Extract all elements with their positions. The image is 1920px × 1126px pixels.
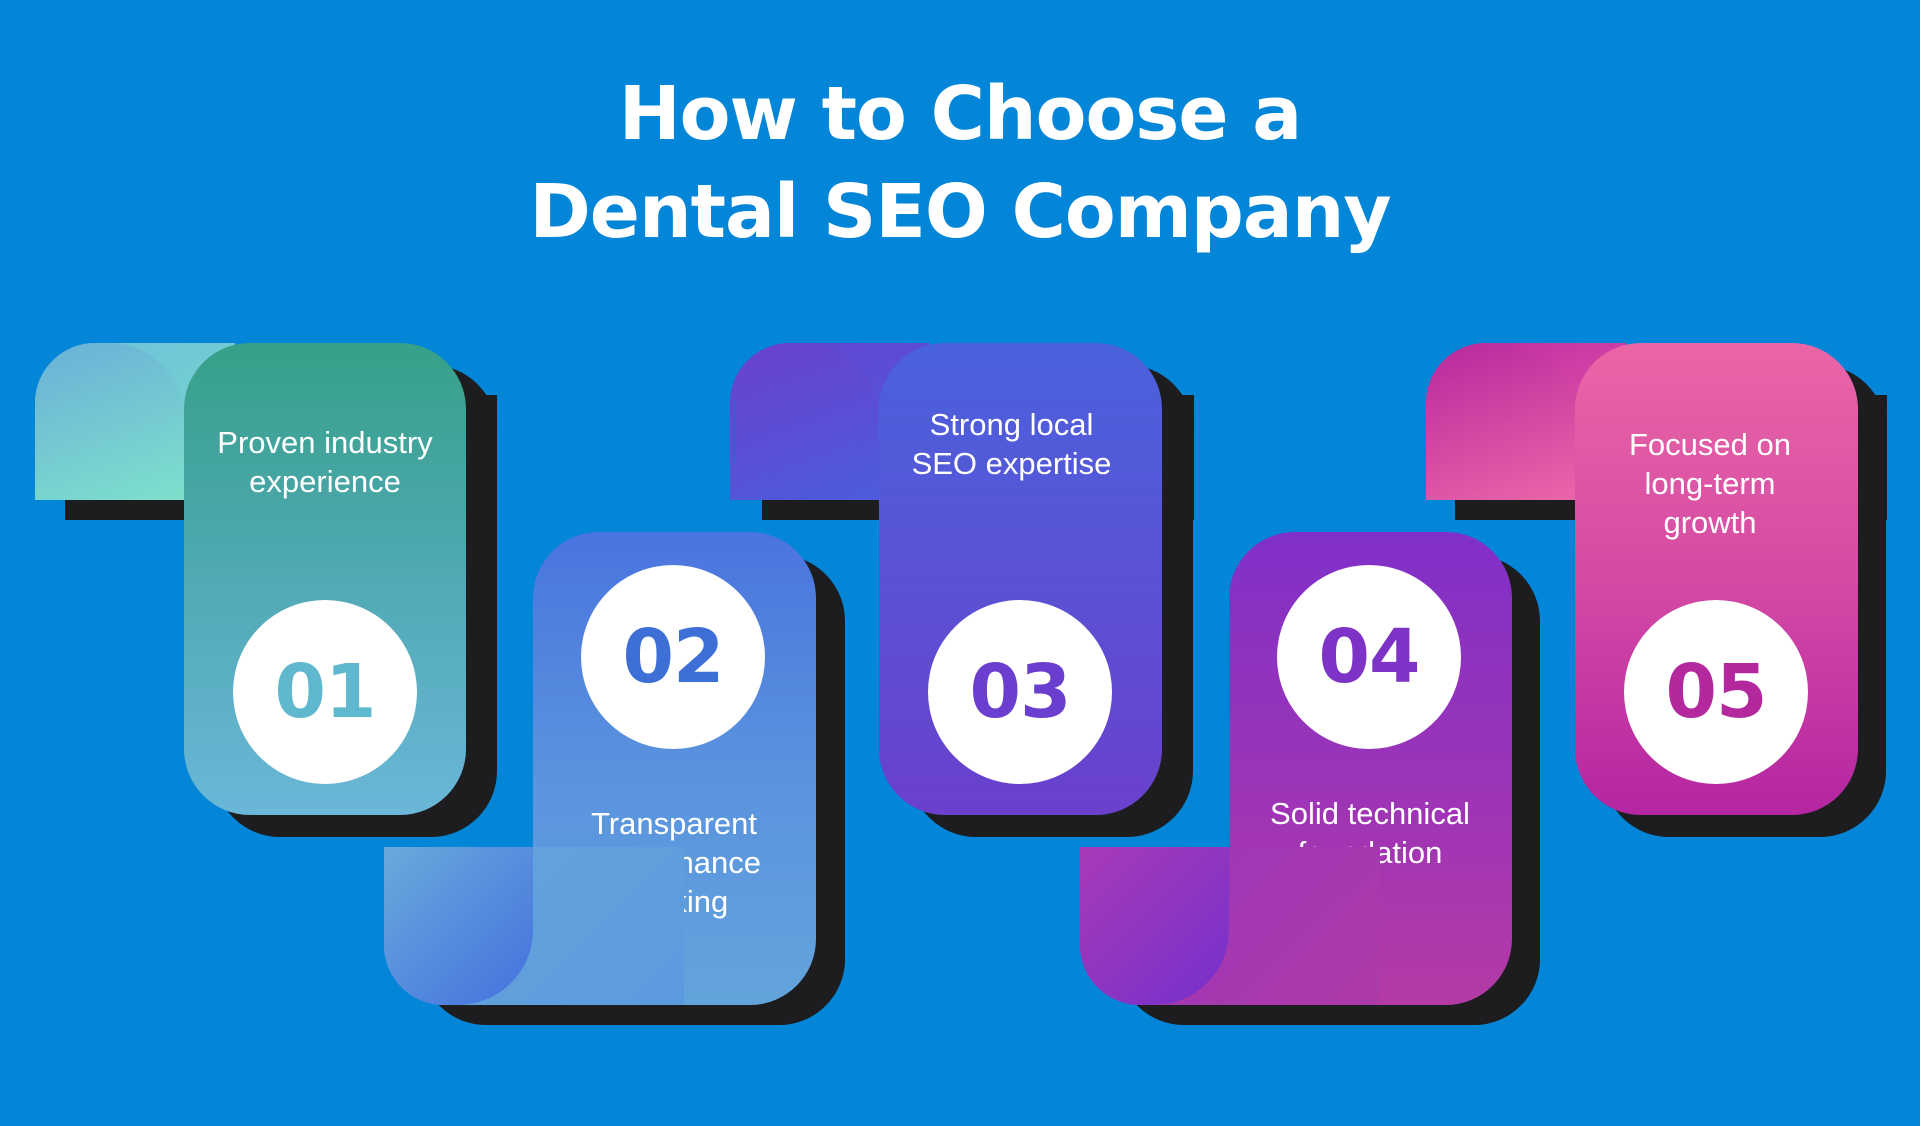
- step-04-number: 04: [1318, 614, 1421, 700]
- step-01-number-badge: 01: [233, 600, 417, 784]
- step-05-number: 05: [1665, 649, 1768, 735]
- step-01-curl: [35, 343, 184, 500]
- step-04-number-badge: 04: [1277, 565, 1461, 749]
- step-03-number-badge: 03: [928, 600, 1112, 784]
- step-03-text-line-1: Strong local: [929, 407, 1094, 442]
- step-03-number: 03: [969, 649, 1072, 735]
- step-05-text: Focused on long-term growth: [1575, 425, 1845, 542]
- step-05-card: Focused on long-term growth 05: [1575, 343, 1858, 815]
- step-05-number-badge: 05: [1624, 600, 1808, 784]
- step-03-card: Strong local SEO expertise 03: [879, 343, 1162, 815]
- step-01-card: Proven industry experience 01: [184, 343, 466, 815]
- step-01-text-line-1: Proven industry: [217, 425, 433, 460]
- step-01-text-line-2: experience: [249, 464, 401, 499]
- step-02-curl: [384, 847, 533, 1005]
- step-01-text: Proven industry experience: [184, 423, 466, 501]
- title-line-1: How to Choose a: [618, 71, 1302, 157]
- step-03-curl: [730, 343, 879, 500]
- step-03-text: Strong local SEO expertise: [879, 405, 1144, 483]
- step-05-text-line-2: long-term: [1644, 466, 1776, 501]
- step-03-text-line-2: SEO expertise: [911, 446, 1112, 481]
- step-04-curl: [1080, 847, 1229, 1005]
- step-05-text-line-3: growth: [1663, 505, 1757, 540]
- step-05-curl: [1426, 343, 1575, 500]
- step-05-text-line-1: Focused on: [1629, 427, 1791, 462]
- title-line-2: Dental SEO Company: [529, 169, 1391, 255]
- step-02-number-badge: 02: [581, 565, 765, 749]
- step-02-number: 02: [622, 614, 725, 700]
- step-01-number: 01: [274, 649, 377, 735]
- step-04-text-line-1: Solid technical: [1270, 796, 1470, 831]
- step-02-text-line-1: Transparent: [591, 806, 757, 841]
